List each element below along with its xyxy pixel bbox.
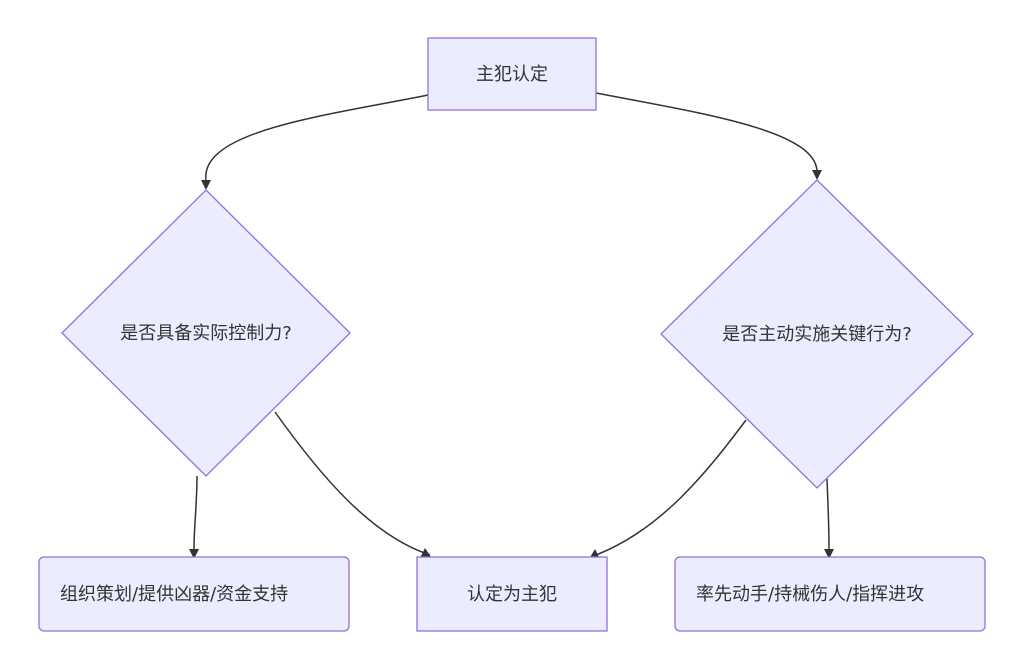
start-label: 主犯认定 (476, 64, 548, 85)
start-box (427, 37, 597, 111)
node-action-decision[interactable]: 是否主动实施关键行为? (660, 179, 974, 489)
action-decision-diamond (660, 179, 974, 489)
action-decision-label: 是否主动实施关键行为? (722, 324, 912, 345)
arrowhead-action-result (824, 549, 834, 559)
control-decision-diamond (61, 189, 351, 477)
edge-start-to-action-decision (595, 92, 818, 172)
action-result-box (674, 556, 986, 632)
arrowhead-control-decision (201, 180, 211, 190)
action-result-label: 率先动手/持械伤人/指挥进攻 (696, 584, 924, 605)
node-control-decision[interactable]: 是否具备实际控制力? (61, 189, 351, 477)
control-decision-label: 是否具备实际控制力? (120, 323, 292, 344)
edges (189, 92, 834, 559)
edge-action-decision-to-conclusion (595, 419, 747, 556)
edge-control-decision-to-conclusion (274, 411, 431, 556)
arrowhead-conclusion-left (420, 548, 431, 558)
conclusion-box (416, 556, 608, 632)
conclusion-label: 认定为主犯 (467, 584, 557, 605)
arrowhead-action-decision (812, 170, 822, 180)
node-action-result[interactable]: 率先动手/持械伤人/指挥进攻 (674, 556, 986, 632)
node-start[interactable]: 主犯认定 (427, 37, 597, 111)
edge-control-decision-to-organize-result (193, 475, 198, 550)
node-conclusion[interactable]: 认定为主犯 (416, 556, 608, 632)
organize-result-box (38, 556, 350, 632)
node-organize-result[interactable]: 组织策划/提供凶器/资金支持 (38, 556, 350, 632)
organize-result-label: 组织策划/提供凶器/资金支持 (60, 584, 288, 605)
edge-action-decision-to-action-result (826, 478, 830, 550)
arrowhead-organize-result (189, 549, 199, 559)
edge-start-to-control-decision (205, 94, 429, 181)
